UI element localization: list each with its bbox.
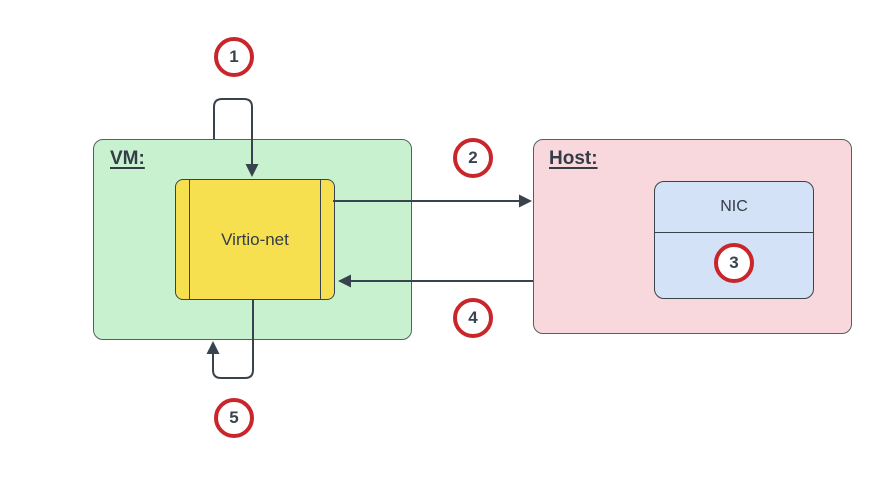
vm-label: VM:: [110, 148, 145, 169]
step-badge-1: 1: [214, 37, 254, 77]
step-badge-3: 3: [714, 242, 754, 283]
nic-box: NIC 3: [654, 181, 814, 299]
step-badge-4: 4: [453, 298, 493, 338]
host-box: Host: NIC 3: [533, 139, 852, 334]
host-label: Host:: [549, 148, 598, 169]
nic-body: 3: [655, 233, 813, 298]
virtio-net-box: Virtio-net: [175, 179, 335, 300]
virtio-net-label: Virtio-net: [221, 229, 289, 249]
virtio-net-left-bar: [189, 180, 191, 299]
virtio-net-right-bar: [319, 180, 321, 299]
step-badge-5: 5: [214, 398, 254, 438]
vm-box: VM: Virtio-net: [93, 139, 412, 340]
step-badge-2: 2: [453, 138, 493, 178]
nic-label: NIC: [655, 182, 813, 233]
